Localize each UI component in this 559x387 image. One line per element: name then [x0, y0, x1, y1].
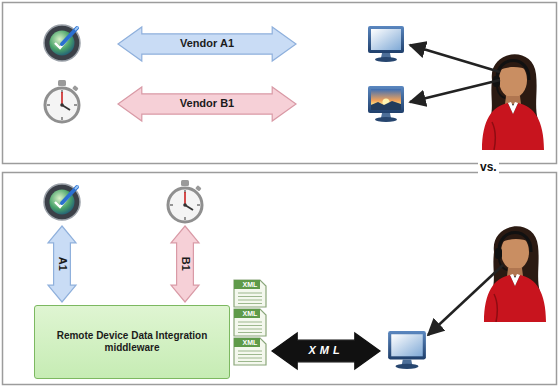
doc-header	[234, 338, 260, 347]
doc-line	[238, 303, 262, 304]
xml-link-arrow-outline	[272, 333, 380, 369]
monitor-icon	[368, 86, 404, 122]
monitor-icon	[388, 331, 426, 369]
node-text: B1	[178, 257, 192, 271]
panel	[3, 173, 557, 385]
stopwatch-icon	[45, 80, 79, 122]
device-icon	[44, 184, 80, 220]
xml-document: XML	[234, 280, 266, 307]
panel	[3, 3, 557, 164]
doc-line	[238, 361, 262, 362]
stopwatch-icon	[168, 180, 202, 222]
device-icon	[44, 25, 80, 61]
xml-document-outline	[234, 280, 266, 307]
device-link-arrow: B1	[171, 226, 199, 302]
node-text: A1	[55, 257, 69, 271]
monitor-icon	[368, 26, 404, 62]
device-link-arrow-outline	[171, 226, 199, 302]
xml-document-outline	[234, 309, 266, 336]
vendor-link-arrow: Vendor A1	[118, 27, 296, 61]
node-text: XML	[243, 280, 258, 289]
middleware-box: Remote Device Data Integration middlewar…	[34, 305, 230, 379]
vendor-link-arrow: Vendor B1	[118, 87, 296, 121]
node-text: Vendor A1	[180, 37, 234, 51]
doc-line	[238, 332, 262, 333]
doc-line	[238, 351, 262, 352]
vs-label: vs.	[478, 160, 499, 174]
xml-document-outline	[234, 338, 266, 365]
vendor-link-arrow-outline	[118, 87, 296, 121]
node-text: XML	[243, 338, 258, 347]
doc-line	[238, 329, 262, 330]
pointer-arrow	[410, 80, 500, 102]
doc-line	[238, 322, 262, 323]
xml-document: XML	[234, 338, 266, 365]
doc-line	[238, 300, 262, 301]
node-text: Vendor B1	[180, 97, 234, 111]
doc-header	[234, 280, 260, 289]
doc-line	[238, 325, 262, 326]
doc-line	[238, 296, 262, 297]
xml-link-arrow: XML	[272, 333, 380, 369]
doc-line	[238, 354, 262, 355]
node-text: Remote Device Data Integration middlewar…	[43, 330, 221, 355]
pointer-arrow	[428, 265, 503, 335]
xml-document: XML	[234, 309, 266, 336]
pointer-arrow	[410, 45, 500, 72]
node-text: XML	[243, 309, 258, 318]
node-text: XML	[308, 344, 343, 358]
device-link-arrow-outline	[48, 226, 76, 302]
doc-line	[238, 358, 262, 359]
doc-line	[238, 293, 262, 294]
vendor-link-arrow-outline	[118, 27, 296, 61]
doc-header	[234, 309, 260, 318]
device-link-arrow: A1	[48, 226, 76, 302]
